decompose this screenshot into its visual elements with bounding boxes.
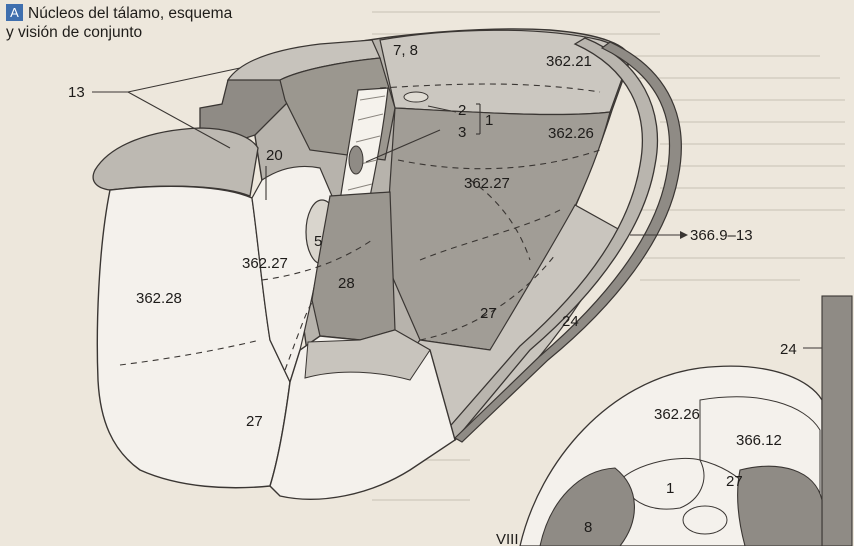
label-362-27-left: 362.27 [242, 255, 288, 272]
label-8-inset: 8 [584, 519, 592, 536]
nucleus-3 [349, 146, 363, 174]
label-362-27-right: 362.27 [464, 175, 510, 192]
label-7-8: 7, 8 [393, 42, 418, 59]
label-20: 20 [266, 147, 283, 164]
arrow-366-9-13 [680, 231, 688, 239]
label-366-12: 366.12 [736, 432, 782, 449]
nucleus-2 [404, 92, 428, 102]
label-28: 28 [338, 275, 355, 292]
label-1-main: 1 [485, 112, 493, 129]
inset-dark-bar [822, 296, 852, 546]
label-362-26-main: 362.26 [548, 125, 594, 142]
label-24-inset: 24 [780, 341, 797, 358]
label-13: 13 [68, 84, 85, 101]
label-362-26-inset: 362.26 [654, 406, 700, 423]
label-362-21: 362.21 [546, 53, 592, 70]
label-366-9-13: 366.9–13 [690, 227, 753, 244]
label-3: 3 [458, 124, 466, 141]
label-viii: VIII [496, 531, 519, 546]
label-27-bottom: 27 [246, 413, 263, 430]
label-5: 5 [314, 233, 322, 250]
inset-dark-nucleus-right [738, 466, 822, 546]
label-1-inset: 1 [666, 480, 674, 497]
label-27-mid: 27 [480, 305, 497, 322]
label-2: 2 [458, 102, 466, 119]
label-24-main: 24 [562, 313, 579, 330]
inset-small-nucleus [683, 506, 727, 534]
label-362-28: 362.28 [136, 290, 182, 307]
label-27-inset: 27 [726, 473, 743, 490]
